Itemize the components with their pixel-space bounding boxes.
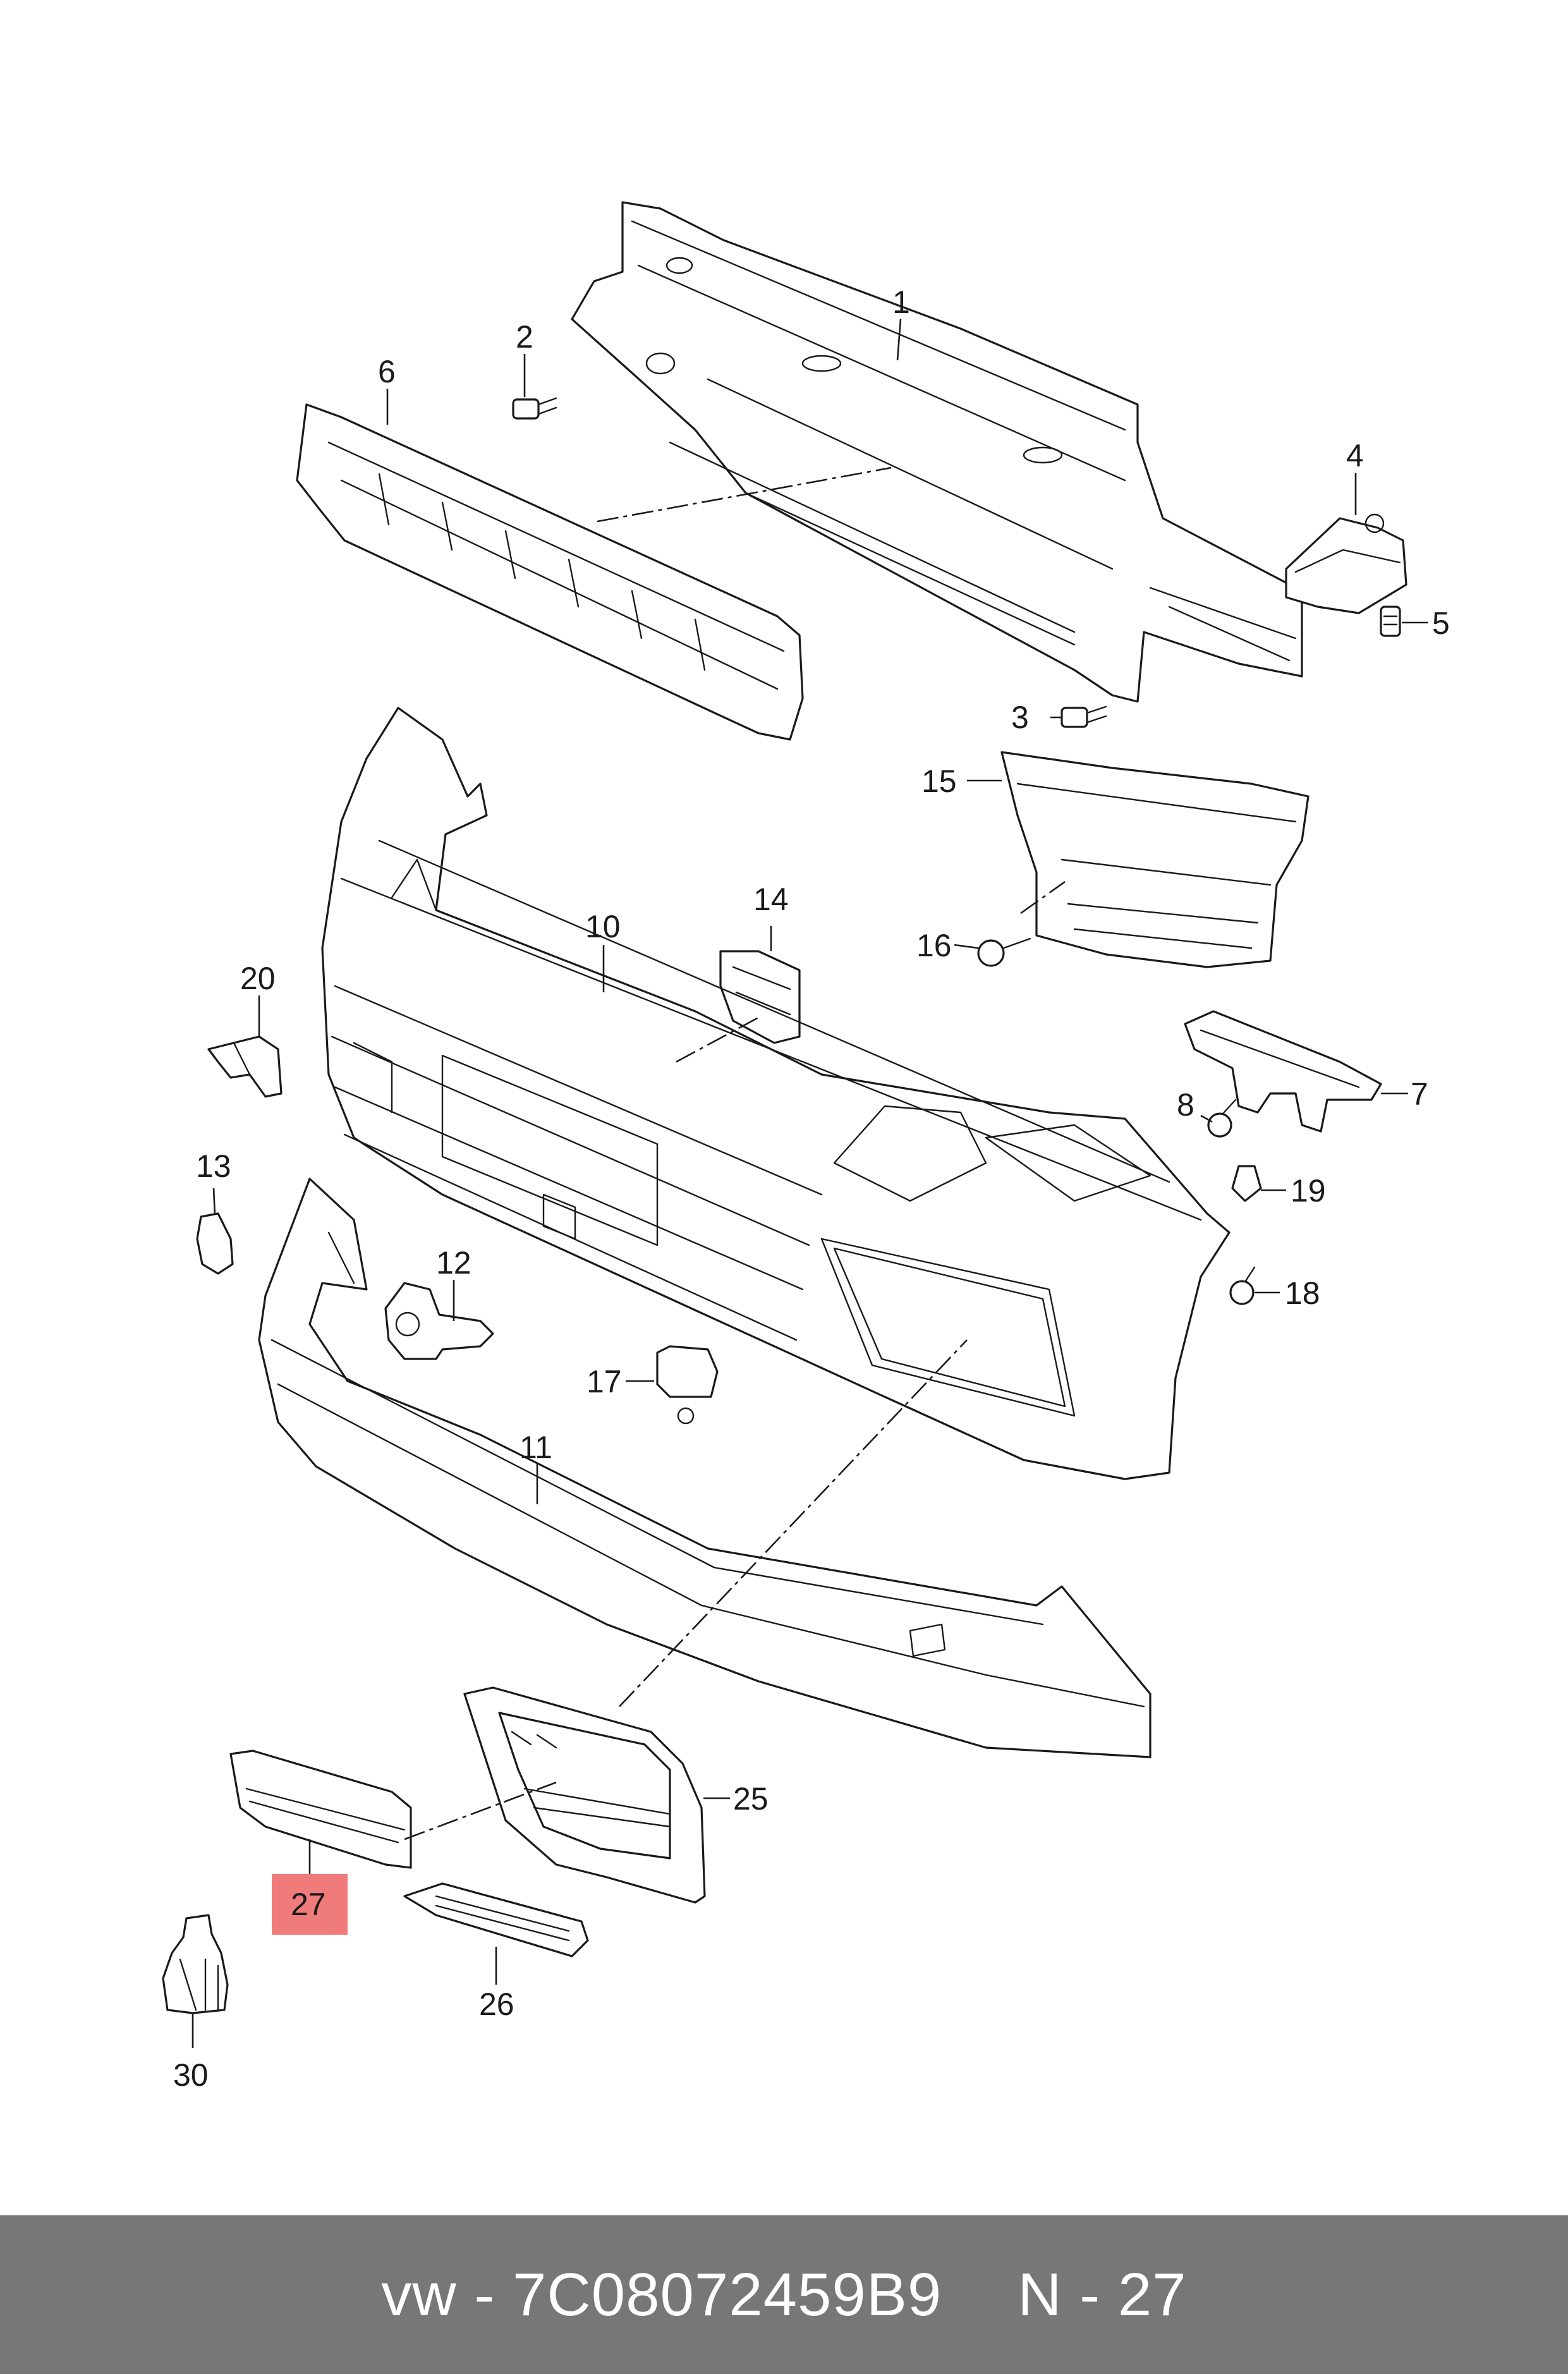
callout-2: 2 [516, 319, 533, 355]
part-18-screw [1229, 1266, 1256, 1305]
callout-7: 7 [1411, 1076, 1428, 1112]
part-13-cap [196, 1212, 234, 1275]
callout-5: 5 [1432, 606, 1450, 641]
part-20-clip [207, 1035, 283, 1098]
callout-19: 19 [1291, 1173, 1326, 1208]
callout-13: 13 [196, 1148, 231, 1184]
callout-30: 30 [173, 2057, 209, 2093]
part-8-screw [1207, 1099, 1237, 1138]
callout-27: 27 [291, 1887, 326, 1922]
part-10-bumper-cover [321, 707, 1231, 1480]
separator-text: - [474, 2260, 495, 2328]
callout-8: 8 [1177, 1087, 1194, 1123]
part-16-screw [977, 937, 1031, 967]
relation-lines [404, 466, 1066, 1841]
callout-6: 6 [378, 354, 396, 389]
callout-1: 1 [892, 284, 910, 320]
part-1-bumper-carrier [571, 201, 1303, 703]
parts-diagram: 1 2 3 4 5 6 7 8 10 11 12 13 14 15 16 17 … [162, 201, 1450, 2093]
part-25-fog-lamp-frame [463, 1686, 706, 1904]
callout-25: 25 [733, 1781, 769, 1817]
part-15-grille-frame [1000, 751, 1310, 968]
callout-26: 26 [479, 1987, 514, 2022]
part-4-bracket [1285, 513, 1407, 614]
part-6-impact-absorber [296, 403, 804, 741]
part-11-lower-trim [258, 1178, 1152, 1758]
callout-11: 11 [520, 1430, 552, 1465]
callout-20: 20 [240, 961, 276, 996]
part-7-mounting-bracket [1184, 1010, 1382, 1133]
callout-18: 18 [1285, 1275, 1320, 1311]
callout-4: 4 [1346, 438, 1364, 473]
part-12-sensor-holder [384, 1282, 494, 1360]
part-17-guide [656, 1345, 719, 1425]
brand-text: vw [381, 2260, 457, 2328]
part-30-cap [162, 1914, 229, 2014]
callout-15: 15 [921, 764, 957, 799]
callout-17: 17 [586, 1364, 622, 1399]
group-number: N - 27 [1018, 2260, 1187, 2328]
callout-10: 10 [585, 909, 621, 944]
callout-3: 3 [1011, 700, 1029, 735]
part-26-grille-insert [403, 1882, 589, 1957]
callout-16: 16 [916, 928, 952, 963]
part-27-trim-strip [229, 1750, 412, 1869]
part-5-bolt [1380, 606, 1401, 637]
part-3-bolt [1061, 705, 1107, 728]
part-14-sensor-bracket [719, 950, 801, 1044]
callout-14: 14 [753, 882, 789, 917]
part-number: 7C08072459B9 [512, 2260, 942, 2328]
highlight-box-27 [272, 1874, 348, 1935]
callout-12: 12 [436, 1245, 471, 1281]
footer-bar: vw - 7C08072459B9 N - 27 [0, 2215, 1568, 2374]
part-2-bolt [512, 397, 557, 420]
leader-lines [191, 319, 1428, 2048]
part-19-clip [1231, 1165, 1262, 1202]
